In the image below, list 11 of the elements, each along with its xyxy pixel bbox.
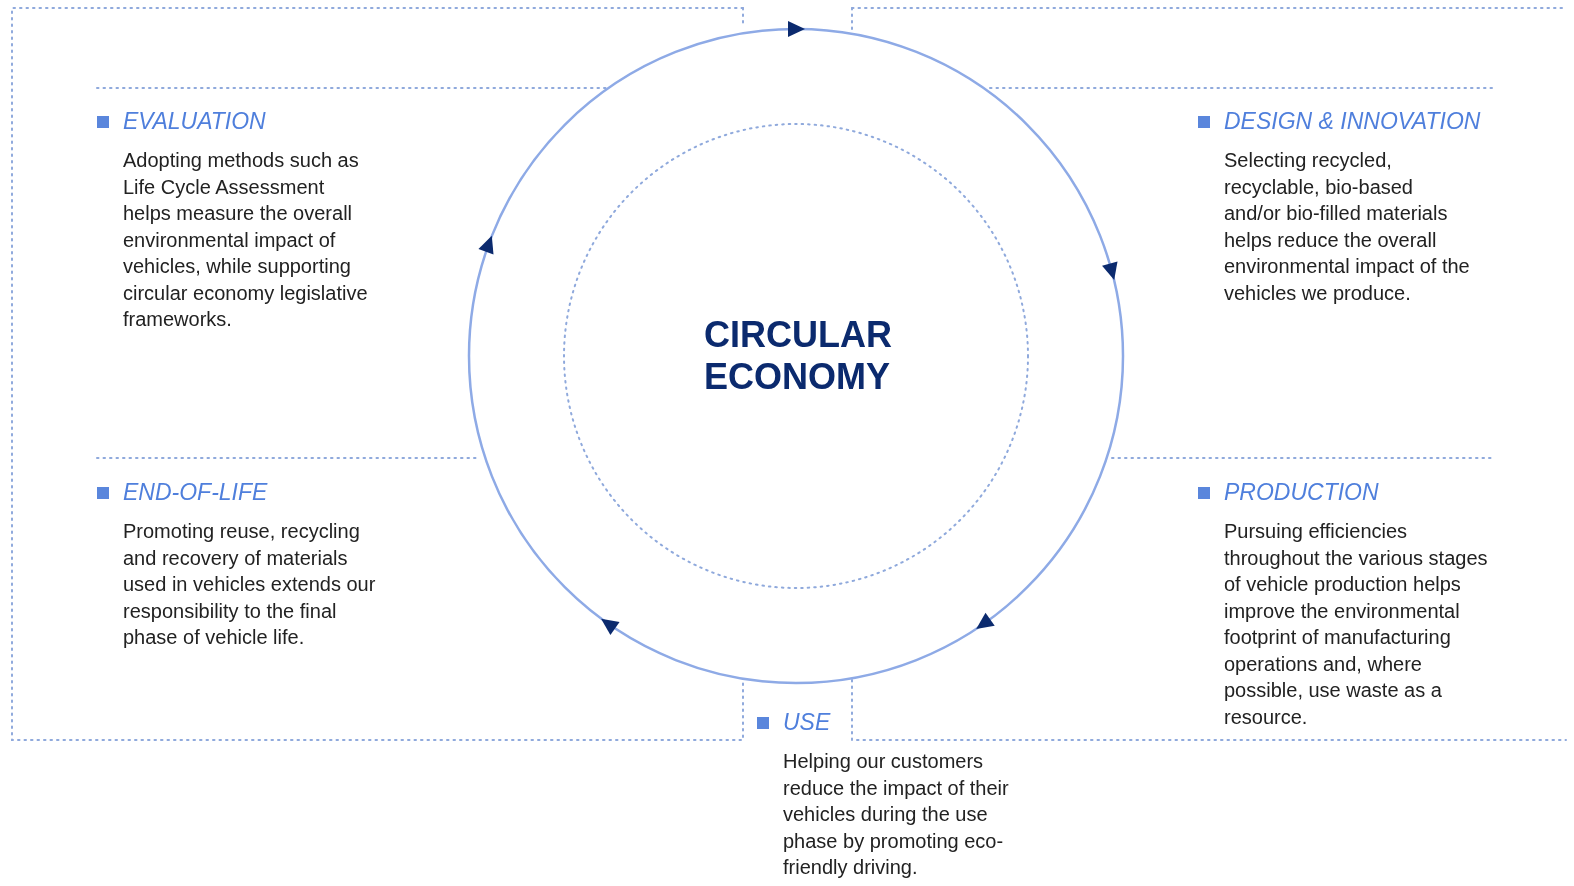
stage-description: Selecting recycled, recyclable, bio-based and/or bio-filled materials helps reduce the overall environmental impact of the vehicles we produce. [1224, 148, 1471, 306]
stage-heading: USE [783, 709, 831, 736]
stage-heading: END-OF-LIFE [123, 479, 268, 506]
stage-description: Promoting reuse, recycling and recovery of materials used in vehicles extends our responsibility to the final phase of vehicle life. [123, 519, 377, 650]
stage-heading: EVALUATION [123, 108, 266, 135]
stage-heading: PRODUCTION [1224, 479, 1379, 506]
stage-description: Pursuing efficiencies throughout the various stages of vehicle production helps improve the environmental footprint of manufacturing operations and, where possible, use waste as a resource. [1224, 519, 1489, 730]
stage-description: Adopting methods such as Life Cycle Assessment helps measure the overall environmental impact of vehicles, while supporting circular economy legislative frameworks. [123, 148, 369, 332]
stage-description: Helping our customers reduce the impact of their vehicles during the use phase by promoting eco-friendly driving. [783, 749, 1010, 880]
stage-heading: DESIGN & INNOVATION [1224, 108, 1481, 135]
center-title: CIRCULAR ECONOMY [704, 314, 893, 398]
